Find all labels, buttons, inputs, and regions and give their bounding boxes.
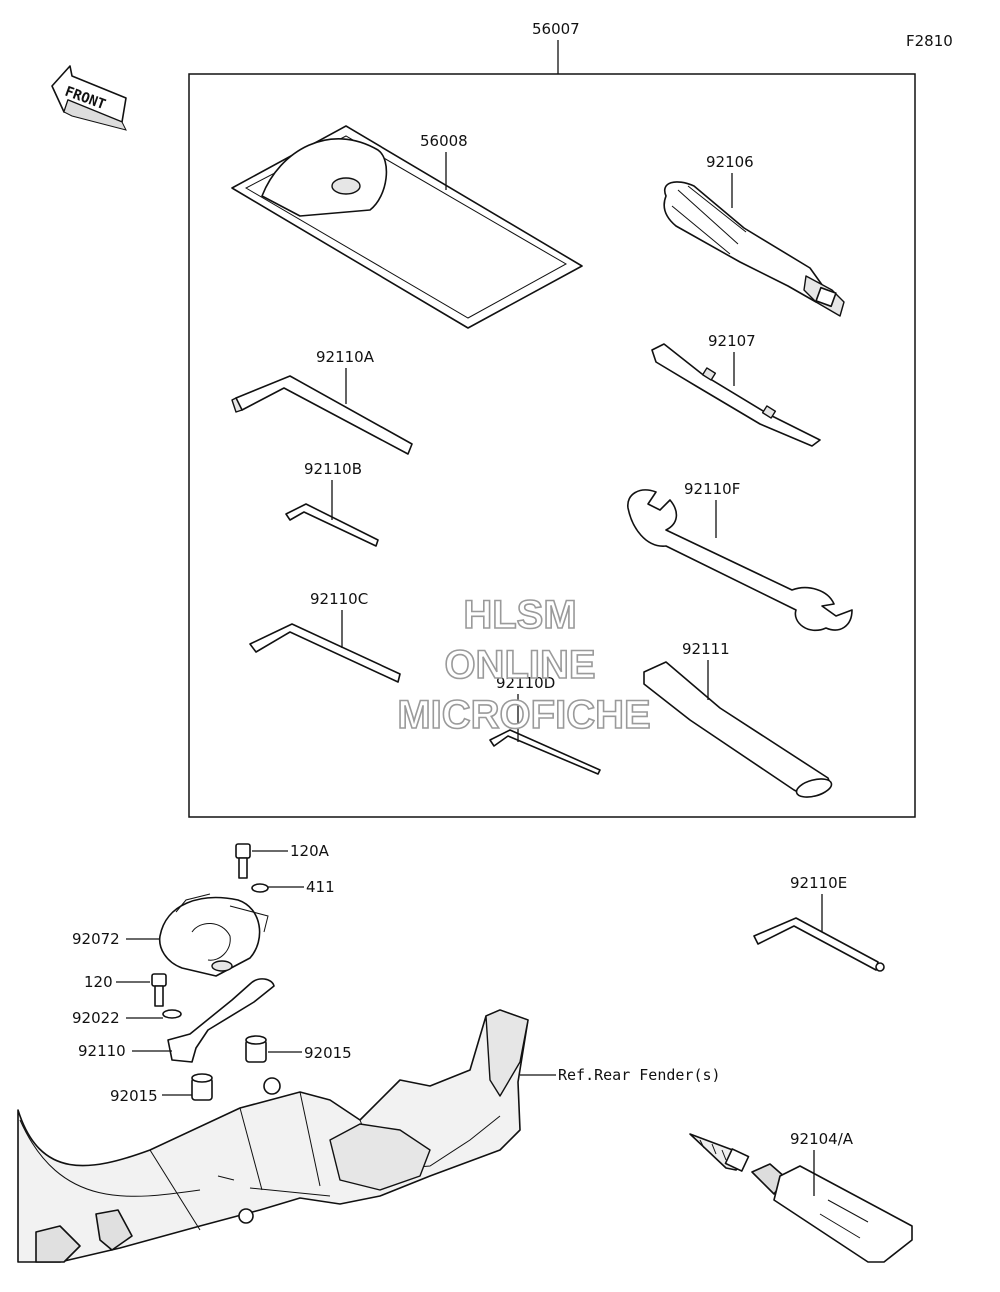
part-number-120a: 120A (290, 842, 330, 860)
part-number-92110: 92110 (78, 1042, 126, 1060)
hex-key-e (753, 917, 885, 972)
part-number-92110f: 92110F (684, 480, 740, 498)
figure-code: F2810 (906, 32, 953, 50)
part-number-92015-upper: 92015 (304, 1044, 352, 1062)
watermark-line-3: MICROFICHE (397, 693, 650, 737)
part-number-92104a: 92104/A (790, 1130, 854, 1148)
collar-92015-upper (245, 1035, 267, 1063)
part-number-92110a: 92110A (316, 348, 375, 366)
screwdriver-bit (651, 343, 821, 447)
part-number-92111: 92111 (682, 640, 730, 658)
part-number-92110e: 92110E (790, 874, 847, 892)
tool-kit-frame (188, 73, 916, 818)
bracket-92110 (167, 978, 275, 1063)
part-number-120: 120 (84, 973, 113, 991)
part-number-92022: 92022 (72, 1009, 120, 1027)
bracket-cover (158, 893, 269, 977)
watermark-line-2: ONLINE (444, 643, 595, 687)
hex-key-b (285, 503, 379, 547)
part-number-411: 411 (306, 878, 335, 896)
front-arrow-icon: FRONT (51, 65, 127, 131)
part-number-92110d: 92110D (496, 674, 555, 692)
screwdriver-handle (663, 181, 845, 317)
bolt-120 (151, 973, 167, 1007)
hex-key-d (489, 729, 601, 775)
washer-411 (251, 883, 269, 893)
watermark-line-1: HLSM (463, 593, 576, 637)
washer-92022 (162, 1009, 182, 1019)
bolt-120a (235, 843, 251, 879)
grease-tube (689, 1133, 913, 1263)
part-number-92106: 92106 (706, 153, 754, 171)
part-number-56008: 56008 (420, 132, 468, 150)
extension-tube (643, 661, 833, 798)
part-number-56007: 56007 (532, 20, 580, 38)
hex-key-c (249, 623, 401, 683)
reference-label: Ref.Rear Fender(s) (558, 1066, 721, 1084)
part-number-92072: 92072 (72, 930, 120, 948)
part-number-92110c: 92110C (310, 590, 368, 608)
tool-bag (231, 125, 583, 329)
part-number-92110b: 92110B (304, 460, 362, 478)
collar-92015-lower (191, 1073, 213, 1101)
part-number-92015-lower: 92015 (110, 1087, 158, 1105)
open-end-wrench (627, 489, 853, 632)
rear-fender-assembly (17, 1009, 529, 1263)
hex-key-a (231, 375, 413, 455)
part-number-92107: 92107 (708, 332, 756, 350)
